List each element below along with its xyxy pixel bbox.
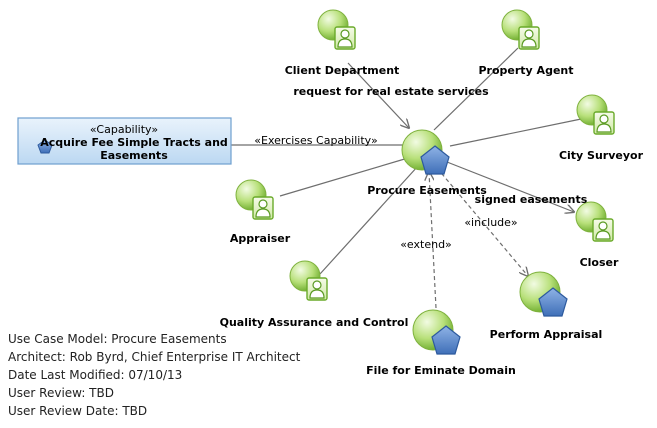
capability-name-line2: Easements <box>100 149 168 162</box>
actor-closer[interactable]: Closer <box>575 201 619 269</box>
include-label: «include» <box>464 216 517 229</box>
client-department-label: Client Department <box>285 64 400 77</box>
capability-pentagon-icon <box>37 139 53 154</box>
quality-assurance-label: Quality Assurance and Control <box>220 316 409 329</box>
usecase-perform-appraisal[interactable]: Perform Appraisal <box>490 271 603 341</box>
procure-easements-icon <box>401 129 450 175</box>
line-quality <box>319 165 419 275</box>
appraiser-label: Appraiser <box>230 232 291 245</box>
extend-label: «extend» <box>400 238 452 251</box>
line-property-agent <box>433 47 519 131</box>
line-city-surveyor <box>449 117 587 147</box>
capability-box[interactable]: «Capability» Acquire Fee Simple Tracts a… <box>17 117 232 165</box>
property-agent-label: Property Agent <box>479 64 574 77</box>
line-extend <box>429 172 437 309</box>
user-review-date-text: User Review Date: TBD <box>8 404 148 418</box>
file-eminent-domain-label: File for Eminate Domain <box>366 364 516 377</box>
line-closer <box>446 161 574 212</box>
date-modified-text: Date Last Modified: 07/10/13 <box>8 368 183 382</box>
property-agent-icon <box>501 9 540 50</box>
actor-client-department[interactable]: Client Department <box>285 9 400 77</box>
procure-easements-label: Procure Easements <box>367 184 487 197</box>
actor-city-surveyor[interactable]: City Surveyor <box>559 94 644 162</box>
line-appraiser <box>279 157 409 197</box>
actor-quality-assurance[interactable]: Quality Assurance and Control <box>220 260 409 329</box>
file-eminent-domain-icon <box>412 309 461 355</box>
actor-appraiser[interactable]: Appraiser <box>230 179 291 245</box>
request-services-label: request for real estate services <box>293 85 489 98</box>
closer-icon <box>575 201 614 242</box>
capability-name-line1: Acquire Fee Simple Tracts and <box>40 136 228 149</box>
client-department-icon <box>317 9 356 50</box>
usecase-procure-easements[interactable]: Procure Easements <box>367 129 487 197</box>
actor-property-agent[interactable]: Property Agent <box>479 9 574 77</box>
model-name-text: Use Case Model: Procure Easements <box>8 332 227 346</box>
perform-appraisal-icon <box>519 271 568 317</box>
city-surveyor-label: City Surveyor <box>559 149 644 162</box>
exercises-capability-label: «Exercises Capability» <box>254 134 377 147</box>
user-review-text: User Review: TBD <box>8 386 114 400</box>
quality-assurance-icon <box>289 260 328 301</box>
closer-label: Closer <box>580 256 619 269</box>
perform-appraisal-label: Perform Appraisal <box>490 328 603 341</box>
city-surveyor-icon <box>576 94 615 135</box>
capability-stereotype: «Capability» <box>90 123 158 136</box>
usecase-file-eminent-domain[interactable]: File for Eminate Domain <box>366 309 516 377</box>
model-info-block: Use Case Model: Procure Easements Archit… <box>8 330 300 420</box>
line-client <box>347 62 409 128</box>
signed-easements-label: signed easements <box>475 193 588 206</box>
architect-text: Architect: Rob Byrd, Chief Enterprise IT… <box>8 350 301 364</box>
appraiser-icon <box>235 179 274 220</box>
line-include <box>436 167 528 276</box>
